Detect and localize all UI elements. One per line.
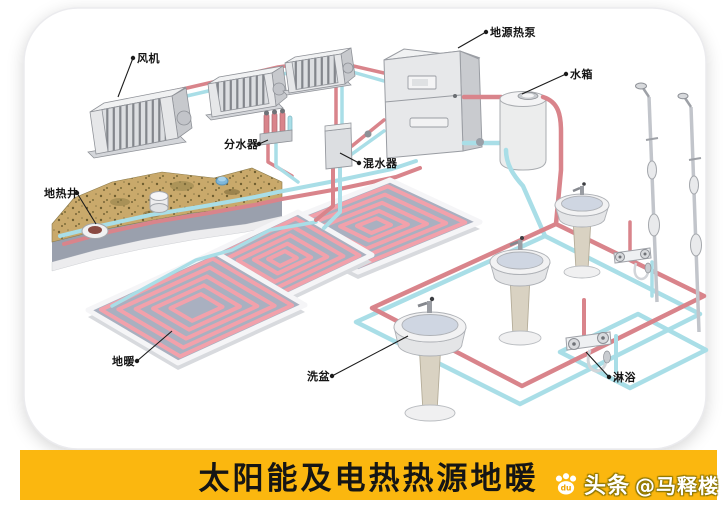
label-geothermal-well-text: 地热井 — [44, 186, 79, 200]
shower-valve-upper — [613, 247, 652, 281]
label-manifold-text: 分水器 — [224, 137, 259, 151]
label-mixer: 混水器 — [339, 152, 398, 170]
label-heat-pump-text: 地源热泵 — [490, 25, 536, 39]
shower-column-2 — [677, 92, 702, 333]
ground-loop-pipes — [58, 159, 422, 246]
label-floor-heating: 地暖 — [112, 330, 173, 368]
wash-basin-front — [393, 296, 467, 422]
label-fan-text: 风机 — [137, 51, 160, 65]
label-water-tank-text: 水箱 — [570, 67, 593, 81]
ground-source-heat-pump — [383, 48, 483, 159]
paw-icon: du — [555, 473, 577, 495]
caption-banner: 太阳能及电热热源地暖 — [20, 450, 717, 500]
label-floor-heating-text: 地暖 — [112, 354, 135, 368]
watermark: du 头条 @马释楼 — [553, 468, 719, 500]
floor-heating-panel-2 — [85, 249, 308, 370]
wash-basin-middle — [489, 236, 551, 346]
manifold — [259, 108, 293, 146]
watermark-platform: 头条 — [583, 474, 630, 499]
caption-title: 太阳能及电热热源地暖 — [198, 460, 539, 497]
label-mixer-text: 混水器 — [363, 156, 398, 170]
label-wash-basin: 洗盆 — [307, 335, 409, 383]
fan-coil-unit-1 — [87, 86, 193, 159]
label-fan: 风机 — [117, 51, 160, 98]
well-cap-1 — [81, 223, 109, 239]
mixer-pipes — [314, 118, 386, 230]
watermark-handle: @马释楼 — [635, 473, 719, 498]
label-geothermal-well: 地热井 — [44, 186, 97, 225]
label-heat-pump: 地源热泵 — [457, 25, 536, 49]
label-shower-text: 淋浴 — [613, 370, 636, 384]
manifold-pipes — [266, 142, 300, 184]
panel-supply-pipe — [110, 220, 318, 308]
well-sensor — [215, 176, 229, 186]
shower-column-1 — [635, 82, 660, 303]
fan-coil-unit-2 — [205, 65, 288, 121]
svg-text:du: du — [561, 484, 572, 493]
fan-coil-unit-3 — [282, 47, 356, 96]
wash-basin-back — [554, 182, 610, 279]
water-tank — [499, 91, 547, 171]
well-cap-2 — [149, 191, 169, 213]
label-wash-basin-text: 洗盆 — [307, 369, 330, 383]
label-manifold: 分水器 — [224, 137, 269, 151]
label-shower: 淋浴 — [585, 351, 636, 384]
label-water-tank: 水箱 — [521, 67, 593, 95]
mixer-unit — [324, 122, 353, 170]
heat-pump-tank-pipes — [461, 94, 507, 146]
